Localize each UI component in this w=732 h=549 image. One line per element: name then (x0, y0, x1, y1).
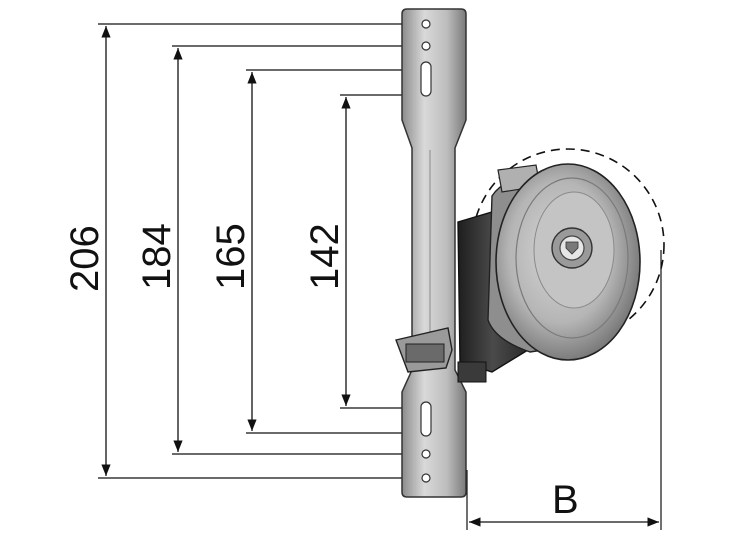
hole-top-1 (421, 19, 431, 29)
hole-bottom-2 (421, 473, 431, 483)
hub-icon (551, 227, 593, 269)
hole-top-2 (421, 41, 431, 51)
hole-bottom-1 (421, 449, 431, 459)
plate-holes-top (420, 19, 432, 97)
latch-clip (395, 327, 453, 373)
mounting-plate (401, 8, 467, 498)
label-142: 142 (303, 223, 347, 290)
label-b: B (552, 478, 579, 522)
extension-lines (98, 23, 662, 530)
slot-top (420, 61, 432, 97)
plate-holes-bottom (420, 401, 432, 483)
slot-bottom (420, 401, 432, 437)
label-206: 206 (63, 225, 107, 292)
label-184: 184 (135, 223, 179, 290)
label-165: 165 (209, 223, 253, 290)
dimension-lines (101, 26, 659, 527)
